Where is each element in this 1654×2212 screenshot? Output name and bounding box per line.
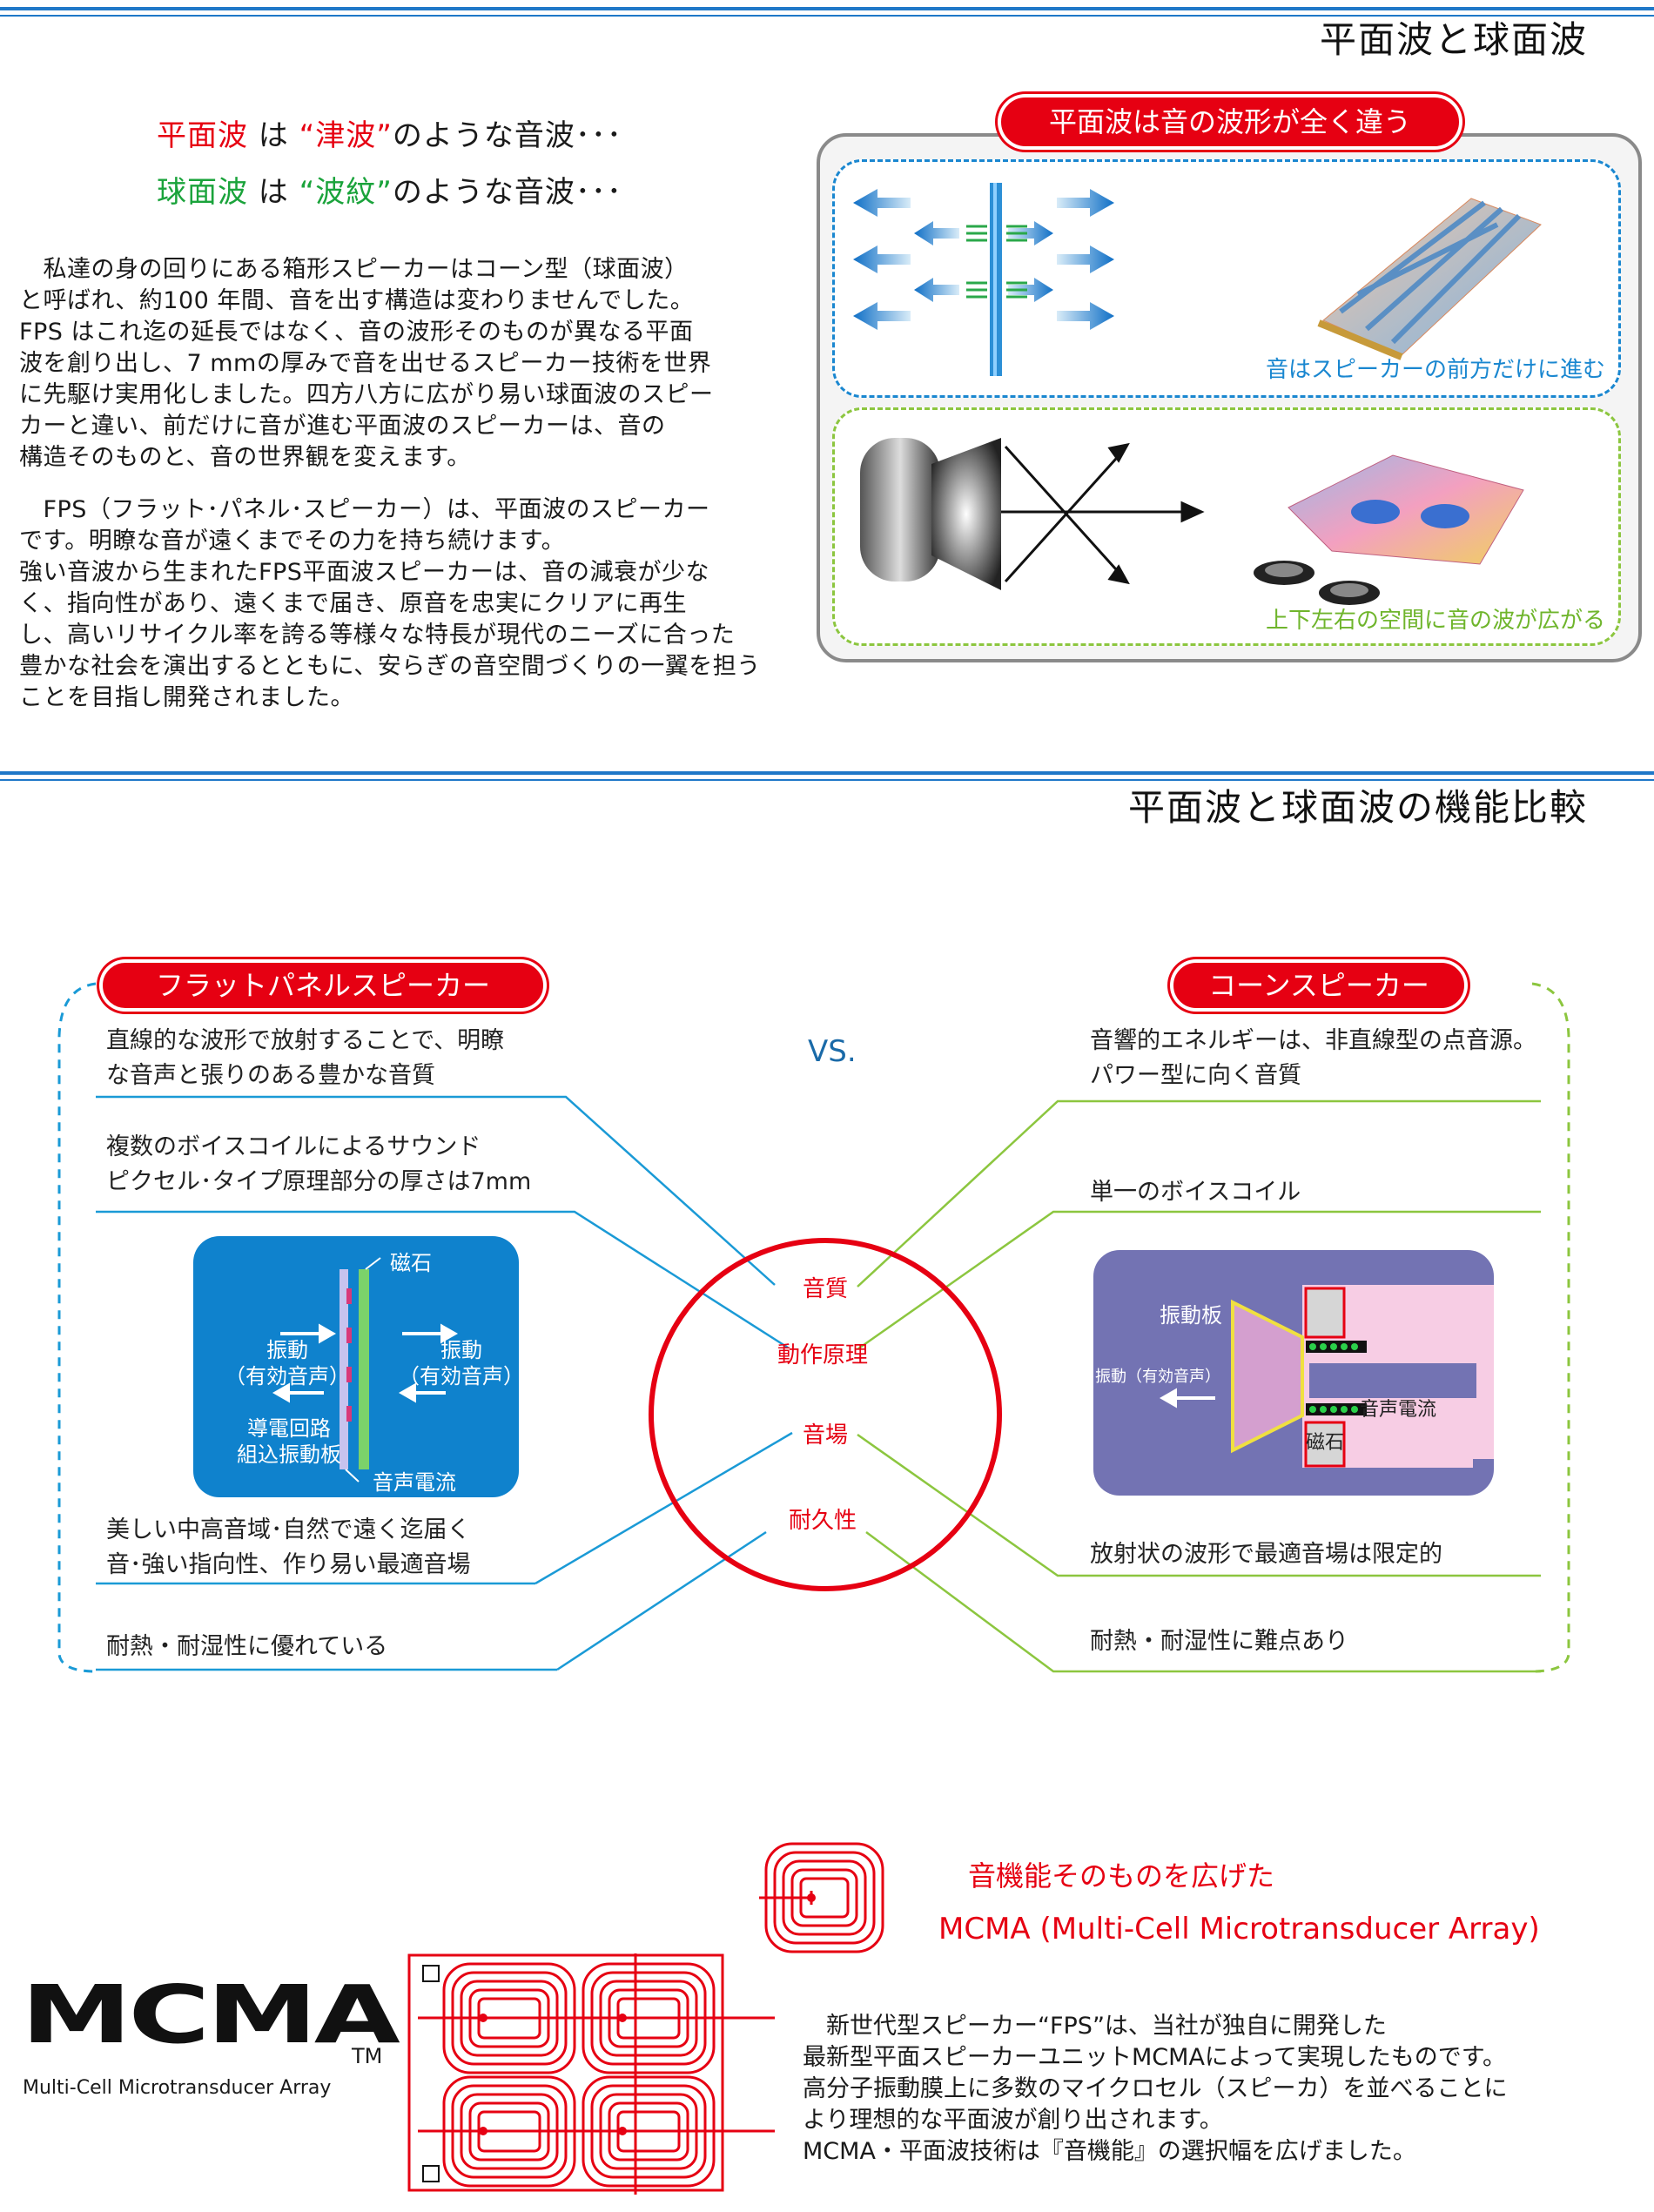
- arrows-right-icon: [1008, 189, 1114, 330]
- plane-wave-box: [832, 159, 1621, 398]
- left-field-text: 美しい中高音域･自然で遠く迄届く音･強い指向性、作り易い最適音場: [106, 1516, 471, 1578]
- comparison-circle: [649, 1238, 1002, 1591]
- mcma-logo-subtitle: Multi-Cell Microtransducer Array: [23, 2077, 332, 2099]
- section2-title: 平面波と球面波の機能比較: [1127, 786, 1588, 829]
- left-diagram-board: 導電回路組込振動板: [237, 1416, 341, 1467]
- cone-speaker-icon: [860, 438, 1001, 590]
- right-field-text: 放射状の波形で最適音場は限定的: [1090, 1541, 1442, 1568]
- arrows-left-icon: [853, 189, 959, 330]
- left-durability-text: 耐熱・耐湿性に優れている: [106, 1633, 388, 1660]
- left-diagram-vibration-right: 振動（有効音声）: [399, 1338, 524, 1388]
- left-principle-text: 複数のボイスコイルによるサウンドピクセル･タイプ原理部分の厚さは7mm: [106, 1133, 532, 1195]
- mcma-description: 新世代型スピーカー“FPS”は、当社が独自に開発した最新型平面スピーカーユニット…: [803, 2013, 1508, 2165]
- small-arrows-icon: [966, 225, 1027, 299]
- plane-wave-caption: 音はスピーカーの前方だけに進む: [1265, 357, 1605, 383]
- circle-label-quality: 音質: [803, 1276, 849, 1302]
- left-diagram-vibration-left: 振動（有効音声）: [225, 1338, 350, 1388]
- wave-panel-badge: 平面波は音の波形が全く違う: [1001, 97, 1459, 146]
- mcma-headline-1: 音機能そのものを広げた: [968, 1859, 1275, 1893]
- intro-paragraph-1: 私達の身の回りにある箱形スピーカーはコーン型（球面波）と呼ばれ、約100 年間、…: [19, 256, 714, 471]
- comparison-lines: [57, 982, 1570, 1673]
- right-diagram-vibration: 振動（有効音声）: [1095, 1368, 1220, 1386]
- plane-wave-illustration: [853, 183, 1542, 376]
- plane-wave-3d-icon: [1317, 198, 1542, 360]
- circle-label-principle: 動作原理: [777, 1342, 869, 1368]
- intro-paragraph-2: FPS（フラット･パネル･スピーカー）は、平面波のスピーカーです。明瞭な音が遠く…: [19, 496, 761, 711]
- left-quality-text: 直線的な波形で放射することで、明瞭な音声と張りのある豊かな音質: [106, 1027, 505, 1089]
- trademark-label: TM: [352, 2044, 383, 2068]
- cone-diagram-graphic: [1159, 1285, 1494, 1468]
- mcma-coil-array-icon: [407, 1953, 775, 2195]
- intro-line-plane: 平面波 は “津波”のような音波･･･: [157, 118, 622, 153]
- mcma-logo: MCMA: [21, 1967, 400, 2062]
- sphere-wave-illustration: [860, 438, 1524, 605]
- sphere-wave-caption: 上下左右の空間に音の波が広がる: [1265, 608, 1605, 634]
- flat-panel-diagram-graphic: [272, 1257, 459, 1483]
- coil-icon-small: [759, 1842, 884, 1953]
- intro-line-sphere: 球面波 は “波紋”のような音波･･･: [157, 175, 622, 210]
- cone-speaker-badge: コーンスピーカー: [1173, 963, 1464, 1008]
- panel-speaker-icon: [990, 183, 1002, 376]
- right-durability-text: 耐熱・耐湿性に難点あり: [1090, 1628, 1348, 1655]
- sphere-wave-3d-icon: [1288, 454, 1524, 565]
- left-diagram-magnet: 磁石: [390, 1251, 432, 1275]
- left-diagram-current: 音声電流: [373, 1470, 456, 1495]
- flat-panel-badge: フラットパネルスピーカー: [103, 963, 543, 1008]
- vs-label: VS.: [808, 1034, 857, 1069]
- mcma-headline-2: MCMA (Multi-Cell Microtransducer Array): [938, 1912, 1540, 1946]
- right-principle-text: 単一のボイスコイル: [1090, 1179, 1301, 1206]
- flat-panel-diagram: [193, 1236, 519, 1497]
- radiating-arrows-icon: [1001, 442, 1205, 585]
- small-speakers-icon: [1254, 561, 1380, 605]
- right-quality-text: 音響的エネルギーは、非直線型の点音源。パワー型に向く音質: [1090, 1027, 1536, 1089]
- right-diagram-plate: 振動板: [1160, 1303, 1222, 1328]
- right-diagram-magnet: 磁石: [1306, 1432, 1345, 1454]
- circle-label-field: 音場: [803, 1422, 849, 1449]
- section1-title: 平面波と球面波: [1319, 18, 1588, 61]
- circle-label-durability: 耐久性: [789, 1508, 857, 1534]
- right-diagram-current: 音声電流: [1360, 1399, 1437, 1421]
